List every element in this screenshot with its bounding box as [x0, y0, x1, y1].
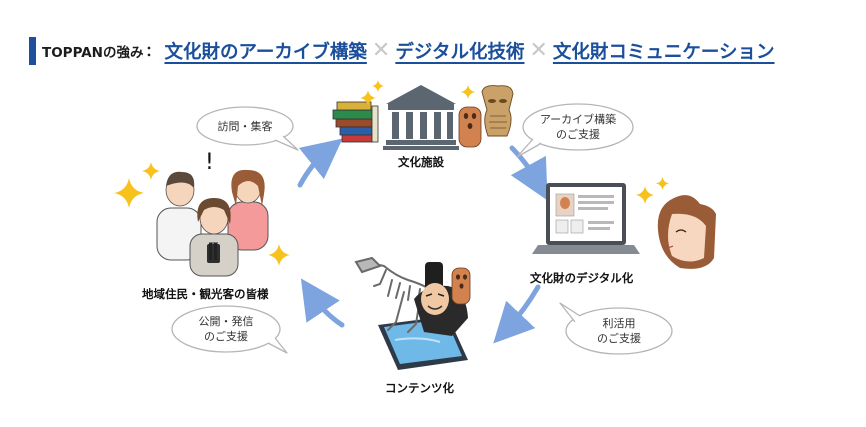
node-digitization-label: 文化財のデジタル化: [530, 271, 634, 285]
cross-icon: ✕: [529, 38, 548, 63]
keyword-communication: 文化財コミュニケーション: [552, 42, 775, 63]
keyword-digitization: デジタル化技術: [395, 42, 525, 63]
bubble-visit: [196, 106, 299, 151]
keyword-archive: 文化財のアーカイブ構築: [164, 42, 367, 63]
bubble-utilization-line-1: 利活用: [602, 317, 636, 330]
cycle-arrow-icon: [300, 278, 345, 328]
woman-face-icon: [657, 195, 716, 269]
bubble-publishing-line-2: のご支援: [204, 330, 248, 343]
bubble-utilization-line-2: のご支援: [597, 332, 641, 345]
header-accent-bar: [29, 37, 36, 65]
cycle-arrow-icon: [509, 145, 548, 201]
books-icon: [332, 101, 379, 143]
exclamation-icon: !: [205, 150, 214, 175]
sparkle-icon: [268, 244, 290, 266]
sparkle-icon: [656, 177, 669, 190]
laptop-icon: [532, 183, 640, 254]
bubble-utilization-support-text: 利活用 のご支援: [566, 316, 672, 346]
dogu-figurine-icon: [481, 85, 514, 137]
bubble-utilization-support: [559, 302, 673, 355]
sparkle-icon: [142, 162, 160, 180]
bubble-publishing-line-1: 公開・発信: [198, 315, 254, 328]
node-facility-label: 文化施設: [398, 155, 444, 169]
node-visitors-label: 地域住民・観光客の皆様: [142, 287, 269, 301]
sparkle-icon: [636, 186, 654, 204]
cycle-arrow-icon: [297, 138, 343, 188]
sparkle-icon: [372, 80, 384, 92]
haniwa-icon: [451, 267, 471, 305]
cycle-arrow-icon: [493, 284, 541, 344]
bubble-publishing-support: [171, 305, 288, 354]
bubble-archive-support-text: アーカイブ構築 のご支援: [523, 112, 633, 142]
header: TOPPANの強み ： 文化財のアーカイブ構築 ✕ デジタル化技術 ✕ 文化財コ…: [29, 36, 775, 66]
bubble-visit-text: 訪問・集客: [197, 119, 293, 134]
bubble-archive-support: [516, 103, 634, 158]
bubble-archive-line-2: のご支援: [556, 128, 600, 141]
bubble-visit-line: 訪問・集客: [217, 120, 273, 133]
museum-building-icon: [383, 85, 459, 150]
sparkle-icon: [114, 178, 144, 208]
haniwa-icon: [458, 106, 482, 148]
people-group-icon: [156, 169, 269, 277]
node-content-label: コンテンツ化: [385, 381, 454, 395]
bubble-archive-line-1: アーカイブ構築: [539, 113, 617, 126]
header-prefix: TOPPANの強み: [42, 45, 144, 61]
bubble-publishing-support-text: 公開・発信 のご支援: [172, 314, 280, 344]
cross-icon: ✕: [371, 38, 391, 63]
sparkle-icon: [461, 85, 475, 99]
header-colon: ：: [145, 44, 160, 60]
